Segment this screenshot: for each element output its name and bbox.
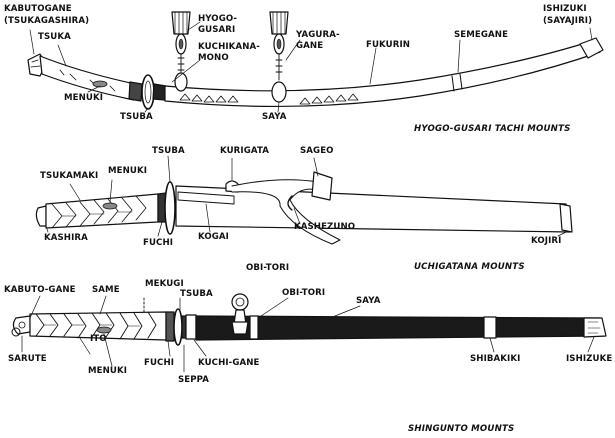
label-shibakiki: SHIBAKIKI (470, 354, 521, 364)
label-shin-saya: SAYA (356, 296, 381, 306)
label-gane: GANE (296, 41, 324, 51)
uchigatana-tsuba (164, 181, 176, 235)
uchigatana-saya (175, 185, 571, 233)
label-tachi-saya: SAYA (262, 112, 287, 122)
uchigatana-menuki (102, 202, 118, 210)
shingunto-kuchigane (185, 314, 197, 340)
shingunto-obitori-2 (249, 315, 259, 340)
label-mono: MONO (198, 53, 229, 63)
uchigatana-kashezuno (287, 195, 293, 211)
label-sarute: SARUTE (8, 354, 47, 364)
label-shin-fuchi: FUCHI (144, 358, 175, 368)
label-ito: ITO (90, 334, 107, 344)
shingunto-ishizuke (583, 317, 607, 338)
shingunto-shibakiki (483, 316, 497, 339)
label-kashira: KASHIRA (44, 233, 88, 243)
label-fukurin: FUKURIN (366, 40, 411, 50)
shingunto-menuki (96, 326, 112, 334)
shingunto-obitori-1 (231, 293, 249, 335)
title-shingunto: SHINGUNTO MOUNTS (408, 424, 515, 434)
title-uchigatana: UCHIGATANA MOUNTS (414, 262, 525, 272)
uchigatana-kashira (35, 205, 47, 227)
tachi-tsuba (141, 74, 155, 110)
label-tachi-tsuka: TSUKA (38, 32, 71, 42)
label-semegane: SEMEGANE (454, 30, 509, 40)
tachi-yagura-gane-hanger (269, 11, 289, 103)
label-kuchigane: KUCHI-GANE (198, 358, 260, 368)
label-kogai: KOGAI (198, 232, 229, 242)
label-tachi-tsuba: TSUBA (120, 112, 153, 122)
label-kojiri: KOJIRI (531, 236, 562, 246)
shingunto-sarute (11, 327, 21, 337)
label-kabutogane: KABUTOGANE (4, 4, 72, 14)
label-obitori-1: OBI-TORI (246, 263, 290, 273)
tachi-sword (27, 11, 604, 113)
uchigatana-sword (35, 155, 573, 245)
label-obitori-2: OBI-TORI (282, 288, 326, 298)
label-tsukamaki: TSUKAMAKI (40, 171, 99, 181)
shingunto-kabutogane (12, 315, 31, 335)
label-ishizuki: ISHIZUKI (543, 4, 587, 14)
label-mekugi: MEKUGI (145, 279, 184, 289)
label-uchi-menuki: MENUKI (108, 166, 148, 176)
label-shin-tsuba: TSUBA (180, 289, 213, 299)
tachi-hyogo-gusari-hanger (171, 11, 191, 92)
title-tachi: HYOGO-GUSARI TACHI MOUNTS (414, 124, 571, 134)
label-kashezuno: KASHEZUNO (294, 222, 356, 232)
label-sayajiri: (SAYAJIRI) (543, 16, 593, 26)
label-shin-kabutogane: KABUTO-GANE (4, 285, 76, 295)
label-same: SAME (92, 285, 120, 295)
label-yagura: YAGURA- (296, 30, 340, 40)
label-uchi-fuchi: FUCHI (143, 238, 174, 248)
tachi-menuki (92, 80, 108, 88)
uchigatana-tsukamaki (45, 193, 159, 229)
label-hyogo: HYOGO- (198, 14, 238, 24)
uchigatana-kogai (177, 191, 235, 205)
label-kurigata: KURIGATA (220, 146, 269, 156)
label-tsukagashira: (TSUKAGASHIRA) (4, 16, 90, 26)
label-sageo: SAGEO (300, 146, 334, 156)
label-seppa: SEPPA (178, 375, 210, 385)
shingunto-tsuba (173, 308, 183, 346)
label-kuchikana: KUCHIKANA- (198, 42, 260, 52)
shingunto-fuchi (165, 311, 175, 342)
shingunto-sword (11, 293, 607, 373)
label-tachi-menuki: MENUKI (64, 93, 104, 103)
label-ishizuke: ISHIZUKE (566, 354, 613, 364)
uchigatana-sageo (231, 179, 341, 245)
label-uchi-tsuba: TSUBA (152, 146, 185, 156)
label-gusari: GUSARI (198, 25, 236, 35)
label-shin-menuki: MENUKI (88, 366, 128, 376)
